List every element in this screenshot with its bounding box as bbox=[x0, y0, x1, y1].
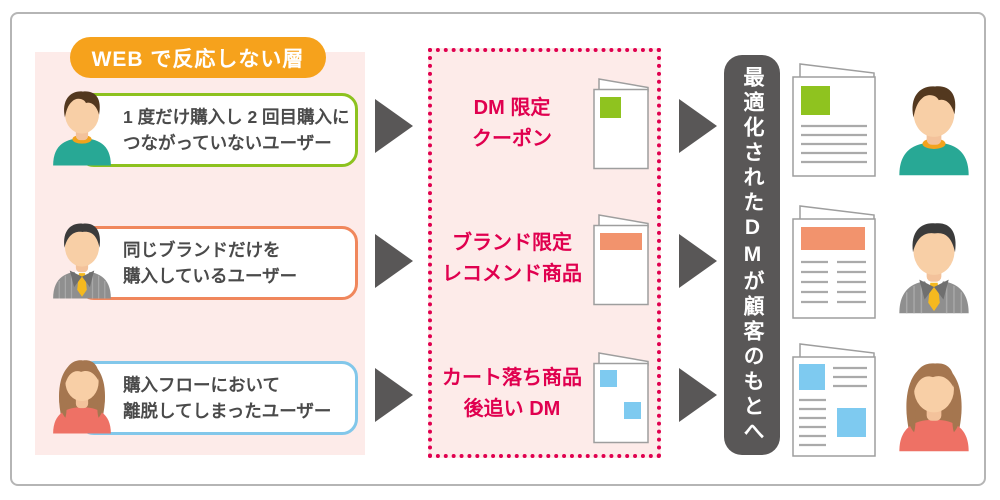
persona-text-line: 1 度だけ購入し 2 回目購入に bbox=[123, 106, 350, 127]
man-suit-avatar bbox=[899, 223, 969, 314]
dm-item-coupon-label: DM 限定 クーポン bbox=[436, 93, 588, 155]
persona-text-line: つながっていないユーザー bbox=[123, 133, 332, 153]
flow-arrow-icon bbox=[375, 99, 413, 153]
folded-dm-document-green-icon bbox=[593, 78, 649, 170]
dm-item-text-line: カート落ち商品 bbox=[442, 367, 582, 389]
panel-title-text: WEB で反応しない層 bbox=[91, 47, 305, 71]
optimized-dm-banner: 最適化されたDMが顧客のもとへ bbox=[724, 55, 780, 455]
dm-item-text-line: DM 限定 bbox=[473, 97, 551, 119]
dm-item-brand-recommend-label: ブランド限定 レコメンド商品 bbox=[436, 228, 588, 290]
persona-text-line: 購入フローにおいて bbox=[123, 374, 280, 395]
persona-text-line: 離脱してしまったユーザー bbox=[123, 401, 332, 421]
dm-item-text-line: 後追い DM bbox=[463, 398, 561, 420]
dm-item-cart-followup-label: カート落ち商品 後追い DM bbox=[436, 363, 588, 425]
panel-title-badge: WEB で反応しない層 bbox=[70, 37, 326, 78]
flow-arrow-icon bbox=[679, 99, 717, 153]
flow-arrow-icon bbox=[375, 234, 413, 288]
man-suit-avatar bbox=[53, 223, 111, 299]
man-casual-avatar bbox=[53, 91, 111, 166]
persona-box-single-brand-buyer: 同じブランドだけを 購入しているユーザー bbox=[78, 226, 358, 300]
flow-arrow-icon bbox=[375, 368, 413, 422]
persona-text-line: 同じブランドだけを bbox=[123, 239, 281, 260]
persona-box-cart-abandoner: 購入フローにおいて 離脱してしまったユーザー bbox=[78, 361, 358, 435]
banner-text: 最適化されたDMが顧客のもとへ bbox=[741, 65, 764, 445]
folded-dm-document-blue-icon bbox=[593, 352, 649, 444]
dm-item-text-line: ブランド限定 bbox=[452, 232, 572, 254]
man-casual-avatar bbox=[899, 86, 969, 176]
dm-item-text-line: クーポン bbox=[472, 128, 552, 150]
dm-letter-blue-icon bbox=[792, 343, 876, 457]
flow-arrow-icon bbox=[679, 368, 717, 422]
woman-avatar bbox=[899, 363, 969, 452]
dm-letter-salmon-icon bbox=[792, 205, 876, 319]
persona-box-one-time-buyer: 1 度だけ購入し 2 回目購入に つながっていないユーザー bbox=[78, 93, 358, 167]
dm-letter-green-icon bbox=[792, 63, 876, 177]
woman-avatar bbox=[53, 360, 111, 434]
folded-dm-document-salmon-icon bbox=[593, 214, 649, 306]
flow-arrow-icon bbox=[679, 234, 717, 288]
dm-item-text-line: レコメンド商品 bbox=[442, 263, 582, 285]
persona-text-line: 購入しているユーザー bbox=[123, 266, 298, 286]
